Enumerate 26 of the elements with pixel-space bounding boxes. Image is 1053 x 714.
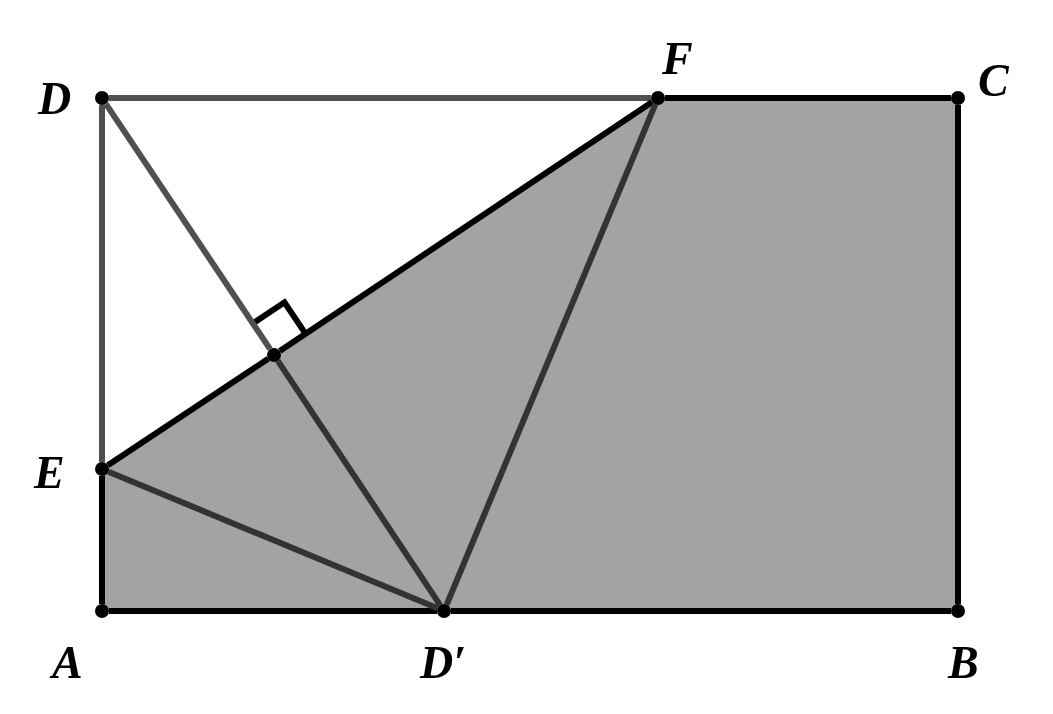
point-label: F <box>662 36 693 82</box>
point-dot <box>651 91 665 105</box>
line-segment <box>665 95 951 101</box>
point-label: C <box>978 58 1009 104</box>
line-segment <box>99 476 105 604</box>
point-label: D′ <box>420 640 467 686</box>
line-segment <box>443 103 659 606</box>
point-dot <box>95 91 109 105</box>
point-label: E <box>34 450 65 496</box>
point-dot <box>95 462 109 476</box>
point-label: B <box>948 640 979 686</box>
point-label: D <box>38 76 72 122</box>
line-segment <box>278 99 654 354</box>
line-segment <box>109 95 651 101</box>
line-segment <box>107 468 439 612</box>
point-dot <box>951 91 965 105</box>
line-segment <box>955 105 961 604</box>
point-dot <box>437 604 451 618</box>
line-segment <box>275 359 443 607</box>
line-segment <box>103 102 273 351</box>
line-segment <box>106 356 270 468</box>
point-dot <box>95 604 109 618</box>
line-segment <box>109 608 437 614</box>
line-segment <box>99 105 105 462</box>
point-dot <box>951 604 965 618</box>
line-segment <box>451 608 951 614</box>
